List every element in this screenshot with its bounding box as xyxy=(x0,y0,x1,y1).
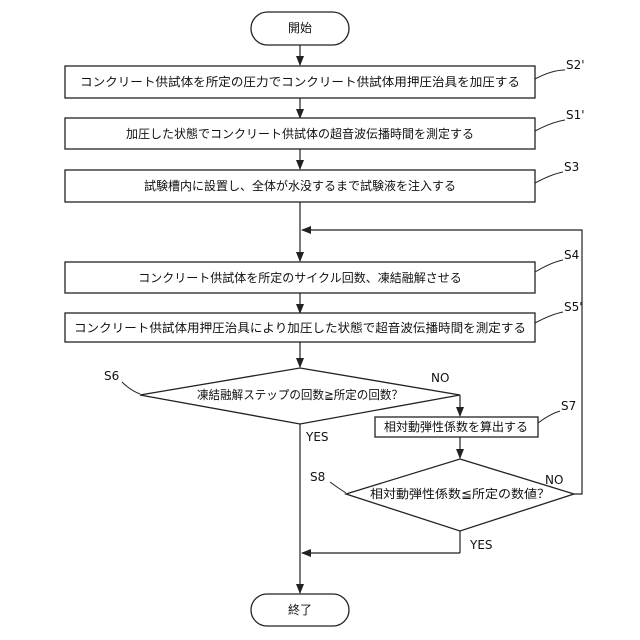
step-label-s5p: S5' xyxy=(564,300,583,314)
branch-label-s6-no: NO xyxy=(431,371,449,385)
node-start: 開始 xyxy=(251,12,349,45)
step-label-s6: S6 xyxy=(104,369,119,383)
node-s4-text: コンクリート供試体を所定のサイクル回数、凍結融解させる xyxy=(138,270,461,285)
leader-s7 xyxy=(538,411,560,423)
node-s4: コンクリート供試体を所定のサイクル回数、凍結融解させる xyxy=(65,262,535,293)
step-label-s7: S7 xyxy=(561,399,576,413)
leader-s2p xyxy=(535,70,565,79)
node-s8: 相対動弾性係数≦所定の数値？ xyxy=(346,459,574,531)
branch-label-s8-no: NO xyxy=(545,473,563,487)
node-s3-text: 試験槽内に設置し、全体が水没するまで試験液を注入する xyxy=(144,178,456,193)
leader-s8 xyxy=(330,482,346,493)
step-label-s8: S8 xyxy=(310,470,325,484)
node-s5p: コンクリート供試体用押圧治具により加圧した状態で超音波伝播時間を測定する xyxy=(65,313,535,342)
step-label-s1p: S1' xyxy=(566,108,585,122)
node-s7-text: 相対動弾性係数を算出する xyxy=(384,419,528,434)
leader-s3 xyxy=(535,172,563,183)
leader-s6 xyxy=(122,382,140,394)
node-end: 終了 xyxy=(251,594,349,626)
node-s8-text: 相対動弾性係数≦所定の数値？ xyxy=(370,486,550,501)
node-s2p-text: コンクリート供試体を所定の圧力でコンクリート供試体用押圧治具を加圧する xyxy=(80,74,520,89)
leader-s1p xyxy=(535,120,565,131)
branch-label-s6-yes: YES xyxy=(305,430,329,444)
branch-label-s8-yes: YES xyxy=(469,538,493,552)
node-s7: 相対動弾性係数を算出する xyxy=(375,417,538,437)
node-end-text: 終了 xyxy=(288,602,312,617)
step-label-s4: S4 xyxy=(564,248,579,262)
leader-s5p xyxy=(535,312,563,323)
node-s5p-text: コンクリート供試体用押圧治具により加圧した状態で超音波伝播時間を測定する xyxy=(74,320,526,335)
node-start-text: 開始 xyxy=(288,21,312,35)
step-label-s2p: S2' xyxy=(566,58,585,72)
step-label-s3: S3 xyxy=(564,160,579,174)
node-s6: 凍結融解ステップの回数≧所定の回数？ xyxy=(140,368,460,424)
node-s1p-text: 加圧した状態でコンクリート供試体の超音波伝播時間を測定する xyxy=(126,126,474,141)
node-s6-text: 凍結融解ステップの回数≧所定の回数？ xyxy=(197,387,403,402)
node-s3: 試験槽内に設置し、全体が水没するまで試験液を注入する xyxy=(65,170,535,202)
node-s2p: コンクリート供試体を所定の圧力でコンクリート供試体用押圧治具を加圧する xyxy=(65,66,535,98)
leader-s4 xyxy=(535,260,563,272)
node-s1p: 加圧した状態でコンクリート供試体の超音波伝播時間を測定する xyxy=(65,118,535,149)
